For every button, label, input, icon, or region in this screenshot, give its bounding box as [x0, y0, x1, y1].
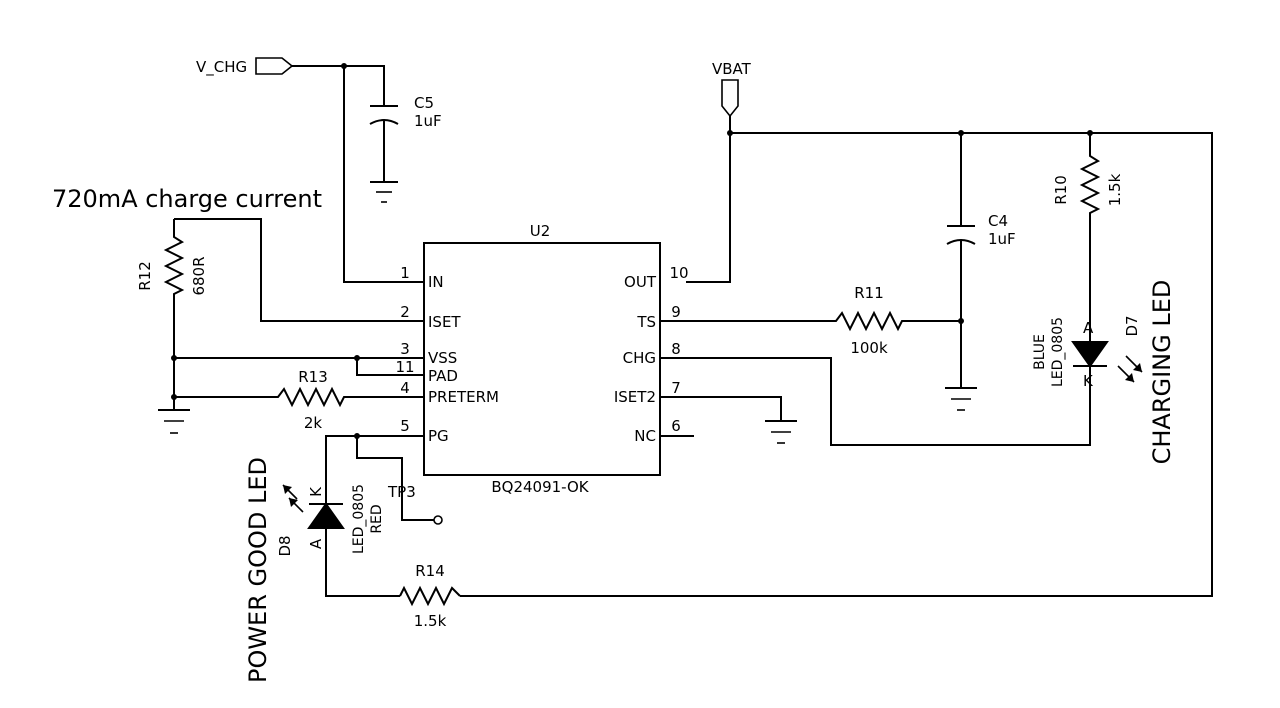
resistor-r10: R10 1.5k — [1052, 133, 1124, 342]
pin-name: NC — [634, 427, 656, 445]
pin-number: 6 — [671, 417, 681, 435]
pad-wire — [356, 358, 424, 376]
r13-ref: R13 — [298, 368, 328, 386]
d8-anode: A — [307, 538, 325, 549]
d8-ref: D8 — [276, 535, 294, 556]
d7-package: LED_0805 — [1050, 317, 1066, 387]
led-d8: K A LED_0805 RED D8 POWER GOOD LED — [244, 435, 400, 683]
pin-number: 3 — [400, 340, 410, 358]
r11-ref: R11 — [854, 284, 884, 302]
pin-name: VSS — [428, 349, 457, 367]
resistor-r11: R11 100k — [660, 284, 961, 357]
pin-number: 4 — [400, 379, 410, 397]
v-chg-wire — [292, 65, 385, 106]
junction — [727, 130, 733, 136]
v-chg-port: V_CHG — [196, 57, 294, 77]
pin-number: 5 — [400, 417, 410, 435]
power-good-led-label: POWER GOOD LED — [244, 457, 272, 683]
d8-package: LED_0805 — [351, 484, 367, 554]
junction — [354, 355, 360, 361]
capacitor-c5: C5 1uF — [369, 94, 442, 203]
capacitor-c4: C4 1uF — [945, 133, 1016, 411]
ic-refdes: U2 — [530, 222, 551, 240]
vbat-label: VBAT — [712, 60, 752, 78]
pin-name: CHG — [623, 349, 656, 367]
pin-name: ISET2 — [614, 388, 656, 406]
r13-value: 2k — [304, 414, 323, 432]
in-wire — [343, 66, 424, 283]
junction — [341, 63, 347, 69]
test-point-tp3: TP3 — [387, 483, 443, 525]
charge-current-annotation: 720mA charge current — [52, 185, 322, 213]
charging-led-label: CHARGING LED — [1148, 280, 1176, 465]
d8-color: RED — [369, 504, 385, 533]
pin-name: TS — [636, 313, 656, 331]
pin-number: 7 — [671, 379, 681, 397]
d7-ref: D7 — [1123, 315, 1141, 336]
chg-wire — [660, 357, 1091, 446]
pin-number: 9 — [671, 303, 681, 321]
pin-name: OUT — [624, 273, 657, 291]
c5-ref: C5 — [414, 94, 434, 112]
v-chg-label: V_CHG — [196, 58, 247, 77]
pin-name: PG — [428, 427, 449, 445]
ic-u2: U2 BQ24091-OK IN 1 ISET 2 VSS 3 PAD 11 P… — [395, 222, 688, 496]
ic-part-number: BQ24091-OK — [491, 478, 589, 496]
ground-symbol — [158, 358, 190, 434]
c5-value: 1uF — [414, 112, 442, 130]
r11-value: 100k — [850, 339, 888, 357]
led-d7: A K BLUE LED_0805 D7 CHARGING LED — [1032, 280, 1176, 465]
ground-symbol — [660, 396, 797, 444]
pin-name: ISET — [428, 313, 461, 331]
pin-name: IN — [428, 273, 444, 291]
r12-ref: R12 — [136, 261, 154, 291]
c4-ref: C4 — [988, 212, 1008, 230]
pin-number: 10 — [669, 264, 688, 282]
vbat-rail — [460, 132, 1213, 597]
d7-cathode: K — [1083, 372, 1094, 390]
pin-number: 1 — [400, 264, 410, 282]
iset-wire — [174, 218, 424, 322]
r12-value: 680R — [190, 256, 208, 295]
pin-number: 2 — [400, 303, 410, 321]
light-emission-icon — [282, 484, 304, 513]
d8-cathode: K — [307, 486, 325, 497]
out-wire — [686, 116, 731, 283]
c4-value: 1uF — [988, 230, 1016, 248]
light-emission-icon — [1117, 355, 1143, 383]
d7-anode: A — [1083, 319, 1094, 337]
r10-value: 1.5k — [1106, 173, 1124, 206]
resistor-r12: R12 680R — [136, 219, 208, 358]
vbat-port: VBAT — [712, 60, 752, 118]
resistor-r14: R14 1.5k — [399, 562, 461, 630]
r10-ref: R10 — [1052, 175, 1070, 205]
tp3-ref: TP3 — [387, 483, 416, 501]
pin-name: PAD — [428, 367, 458, 385]
pg-wire — [356, 435, 434, 521]
r14-value: 1.5k — [414, 612, 447, 630]
d7-color: BLUE — [1032, 334, 1048, 370]
pin-number: 11 — [395, 358, 414, 376]
resistor-r13: R13 2k — [174, 368, 424, 432]
r14-ref: R14 — [415, 562, 445, 580]
pin-name: PRETERM — [428, 388, 499, 406]
pin-number: 8 — [671, 340, 681, 358]
